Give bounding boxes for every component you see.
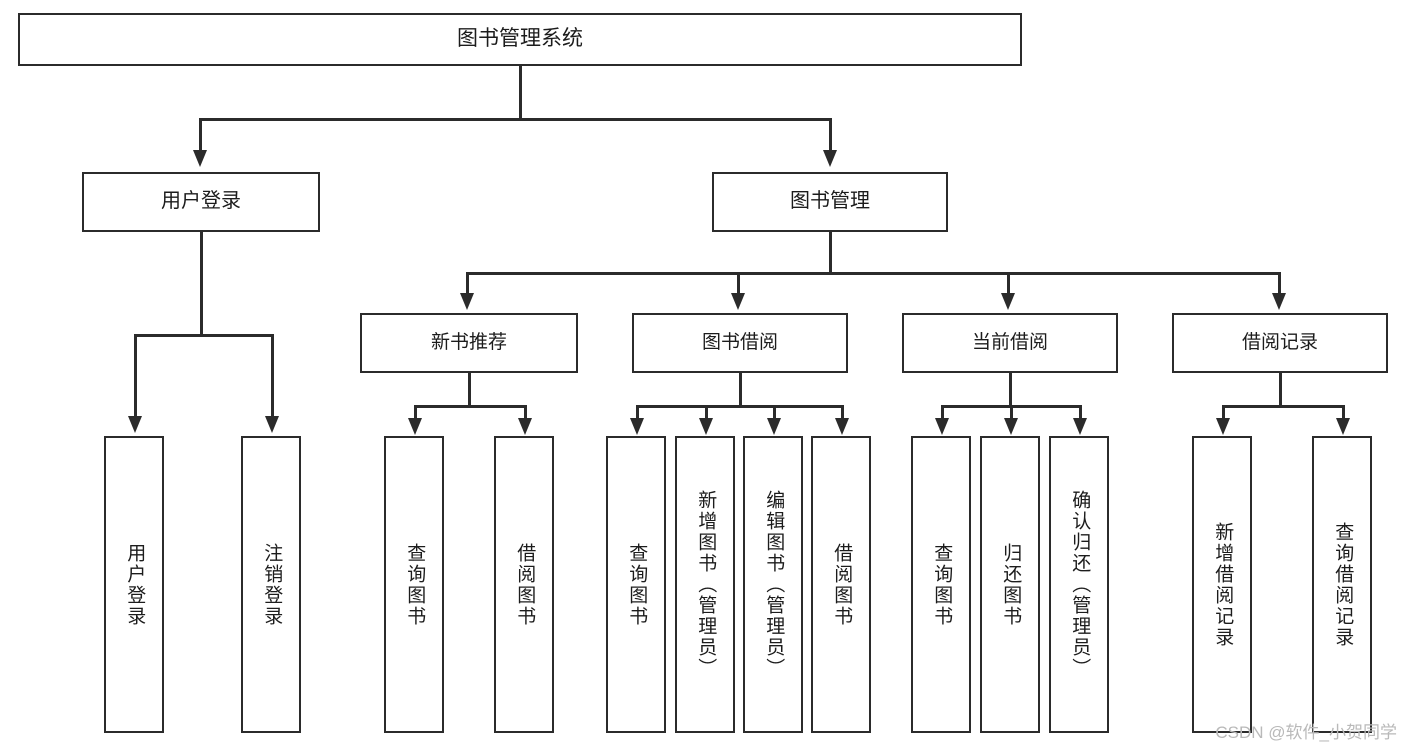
leaf-add-borrow-record[interactable]: 新增借阅记录	[1192, 436, 1252, 733]
connector-new-book-recommend-bar	[414, 405, 526, 408]
connector-cb-child-2	[1010, 405, 1013, 421]
node-label: 查询图书	[404, 542, 426, 627]
node-label: 编辑图书（管理员）	[763, 490, 785, 679]
node-book-borrow[interactable]: 图书借阅	[632, 313, 848, 373]
node-current-borrow[interactable]: 当前借阅	[902, 313, 1118, 373]
node-label: 用户登录	[161, 190, 241, 213]
node-label: 归还图书	[1000, 542, 1022, 627]
node-label: 注销登录	[261, 542, 283, 627]
arrowhead-leaf-query-book-nbr	[408, 418, 422, 435]
node-label: 确认归还（管理员）	[1069, 490, 1091, 679]
arrowhead-leaf-query-book-cb	[935, 418, 949, 435]
connector-to-borrow-record	[1278, 272, 1281, 296]
connector-bb-child-1	[636, 405, 639, 421]
arrowhead-leaf-add-book	[699, 418, 713, 435]
leaf-query-book-recommend[interactable]: 查询图书	[384, 436, 444, 733]
leaf-logout[interactable]: 注销登录	[241, 436, 301, 733]
connector-book-management-stem	[829, 232, 832, 274]
arrowhead-user-login	[193, 150, 207, 167]
connector-bb-child-4	[841, 405, 844, 421]
arrowhead-book-borrow	[731, 293, 745, 310]
arrowhead-leaf-query-book-bb	[630, 418, 644, 435]
node-label: 新增图书（管理员）	[695, 490, 717, 679]
node-label: 新增借阅记录	[1212, 521, 1234, 648]
connector-root-bar	[199, 118, 831, 121]
connector-new-book-recommend-stem	[468, 373, 471, 407]
node-root-book-management-system[interactable]: 图书管理系统	[18, 13, 1022, 66]
connector-current-borrow-stem	[1009, 373, 1012, 407]
arrowhead-borrow-record	[1272, 293, 1286, 310]
leaf-query-borrow-record[interactable]: 查询借阅记录	[1312, 436, 1372, 733]
arrowhead-current-borrow	[1001, 293, 1015, 310]
leaf-edit-book-admin[interactable]: 编辑图书（管理员）	[743, 436, 803, 733]
node-borrow-record[interactable]: 借阅记录	[1172, 313, 1388, 373]
node-new-book-recommend[interactable]: 新书推荐	[360, 313, 578, 373]
connector-to-book-borrow	[737, 272, 740, 296]
connector-bb-child-3	[773, 405, 776, 421]
connector-book-borrow-bar	[636, 405, 843, 408]
connector-nbr-child-1	[414, 405, 417, 421]
leaf-confirm-return-admin[interactable]: 确认归还（管理员）	[1049, 436, 1109, 733]
connector-borrow-record-bar	[1222, 405, 1342, 408]
node-label: 图书管理系统	[457, 27, 583, 51]
leaf-query-book-current[interactable]: 查询图书	[911, 436, 971, 733]
arrowhead-leaf-borrow-book-nbr	[518, 418, 532, 435]
leaf-return-book[interactable]: 归还图书	[980, 436, 1040, 733]
arrowhead-leaf-add-record	[1216, 418, 1230, 435]
connector-book-borrow-stem	[739, 373, 742, 407]
leaf-borrow-book-recommend[interactable]: 借阅图书	[494, 436, 554, 733]
arrowhead-leaf-user-login	[128, 416, 142, 433]
connector-user-login-child-1	[134, 334, 137, 419]
connector-root-to-book-management	[829, 118, 832, 153]
connector-user-login-bar	[134, 334, 273, 337]
arrowhead-leaf-confirm-return	[1073, 418, 1087, 435]
node-label: 用户登录	[124, 542, 146, 627]
node-book-management[interactable]: 图书管理	[712, 172, 948, 232]
node-user-login[interactable]: 用户登录	[82, 172, 320, 232]
connector-user-login-child-2	[271, 334, 274, 419]
connector-root-stem	[519, 66, 522, 118]
node-label: 新书推荐	[430, 331, 507, 353]
arrowhead-leaf-return-book	[1004, 418, 1018, 435]
arrowhead-leaf-edit-book	[767, 418, 781, 435]
connector-br-child-1	[1222, 405, 1225, 421]
arrowhead-book-management	[823, 150, 837, 167]
connector-book-management-bar	[466, 272, 1280, 275]
connector-nbr-child-2	[524, 405, 527, 421]
leaf-user-login[interactable]: 用户登录	[104, 436, 164, 733]
arrowhead-new-book-recommend	[460, 293, 474, 310]
node-label: 图书管理	[790, 190, 870, 213]
arrowhead-leaf-borrow-book-bb	[835, 418, 849, 435]
connector-root-to-user-login	[199, 118, 202, 153]
arrowhead-leaf-logout	[265, 416, 279, 433]
node-label: 查询图书	[626, 542, 648, 627]
connector-to-new-book-recommend	[466, 272, 469, 296]
connector-user-login-stem	[200, 232, 203, 336]
connector-borrow-record-stem	[1279, 373, 1282, 407]
leaf-add-book-admin[interactable]: 新增图书（管理员）	[675, 436, 735, 733]
node-label: 当前借阅	[971, 331, 1048, 353]
connector-cb-child-3	[1079, 405, 1082, 421]
arrowhead-leaf-query-record	[1336, 418, 1350, 435]
connector-br-child-2	[1342, 405, 1345, 421]
node-label: 查询借阅记录	[1332, 521, 1354, 648]
leaf-borrow-book[interactable]: 借阅图书	[811, 436, 871, 733]
leaf-query-book-borrow[interactable]: 查询图书	[606, 436, 666, 733]
connector-to-current-borrow	[1007, 272, 1010, 296]
node-label: 借阅图书	[514, 542, 536, 627]
connector-bb-child-2	[705, 405, 708, 421]
node-label: 借阅图书	[831, 542, 853, 627]
node-label: 查询图书	[931, 542, 953, 627]
connector-cb-child-1	[941, 405, 944, 421]
node-label: 图书借阅	[701, 331, 778, 353]
node-label: 借阅记录	[1241, 331, 1318, 353]
